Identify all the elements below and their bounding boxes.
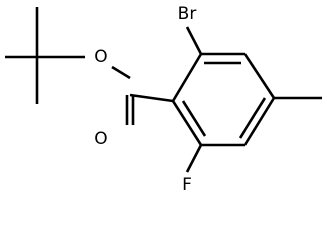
bond-oxygen-to-carbonyl: [111, 65, 131, 80]
ring-bond-4: [243, 97, 276, 146]
tert-butyl-group: [5, 7, 85, 104]
ring-bond-4-inner: [238, 97, 267, 139]
bond-ring-to-fluorine: [185, 144, 203, 173]
ester-group: [111, 65, 174, 125]
ring-bond-6: [171, 100, 203, 146]
ring-bond-6-inner: [181, 100, 207, 137]
bond-carbonyl-to-ring: [129, 93, 174, 103]
ring-bond-1: [171, 53, 203, 102]
ester-oxygen-label: O: [94, 47, 107, 67]
fluorine-label: F: [182, 175, 192, 195]
substituents: [185, 26, 322, 173]
bromine-label: Br: [178, 4, 197, 24]
carbonyl-oxygen-label: O: [94, 129, 107, 149]
benzene-ring: [171, 52, 276, 147]
ring-bond-3: [243, 53, 276, 99]
bond-ring-to-bromine: [185, 26, 203, 55]
molecule-structure: Br O O F: [5, 4, 322, 195]
